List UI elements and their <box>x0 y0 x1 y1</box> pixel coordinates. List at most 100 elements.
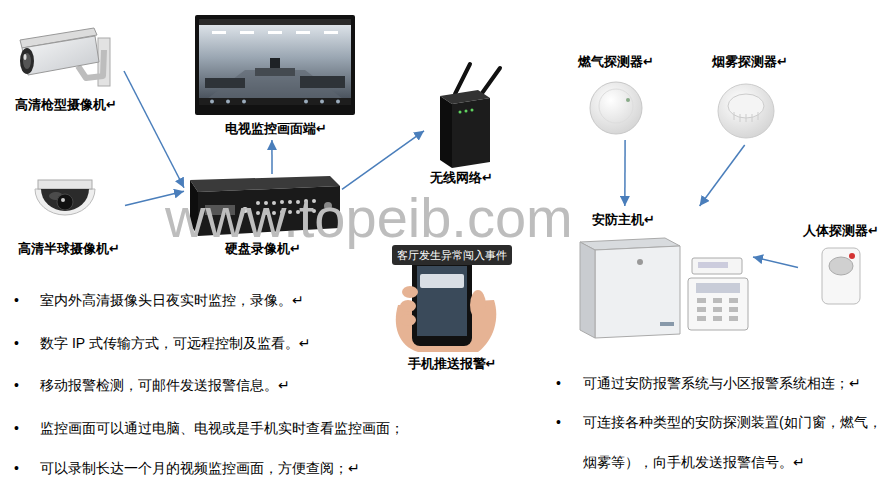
tv-monitor-picture <box>270 58 280 68</box>
device-node: 高清半球摄像机↵ <box>15 176 125 260</box>
smoke-detector-picture <box>752 114 753 122</box>
smoke-detector-picture <box>718 84 774 138</box>
motion-detector-picture <box>822 248 860 304</box>
tv-monitor-picture <box>210 100 214 104</box>
feature-note: 可连接各种类型的安防探测装置(如门窗，燃气，烟雾等），向手机发送报警信号。↵ <box>583 402 888 482</box>
bullet-camera-picture <box>22 36 99 75</box>
signal-arrow <box>700 145 745 206</box>
smoke-detector-picture <box>746 114 747 122</box>
device-label: 电视监控画面端↵ <box>225 121 327 137</box>
router-picture <box>452 98 490 168</box>
alarm-panel-picture <box>713 307 722 312</box>
feature-note: 可以录制长达一个月的视频监控画面，方便查阅；↵ <box>40 458 360 478</box>
bullet-mark: • <box>14 290 19 310</box>
tv-monitor-picture <box>336 100 340 104</box>
router-picture <box>471 109 474 112</box>
gas-detector-picture <box>599 89 633 123</box>
alarm-panel-picture <box>697 316 706 321</box>
tv-monitor-picture <box>195 15 355 115</box>
router-picture <box>440 64 500 168</box>
tv-monitor-picture <box>304 100 308 104</box>
tv-monitor-picture <box>320 100 324 104</box>
tv-monitor-picture <box>212 31 226 34</box>
phone-in-hand-picture <box>420 274 464 288</box>
watermark: www.topeib.com <box>165 190 573 246</box>
tv-monitor-picture <box>199 98 351 105</box>
bullet-camera-picture <box>20 28 110 86</box>
device-label: 无线网络↵ <box>430 170 493 186</box>
dome-camera-picture <box>41 189 89 211</box>
dome-camera-picture <box>61 198 65 202</box>
tv-monitor-picture <box>195 15 355 115</box>
device-node: 无线网络↵ <box>424 56 514 192</box>
device-label: 烟雾探测器↵ <box>712 54 788 70</box>
bullet-camera-picture <box>23 53 31 69</box>
signal-arrow <box>271 140 273 174</box>
feature-note: 监控画面可以通过电脑、电视或是手机实时查看监控画面； <box>40 418 404 438</box>
alarm-panel-picture <box>692 258 742 274</box>
motion-detector-picture <box>822 248 860 304</box>
device-node: 燃气探测器↵ <box>572 48 662 140</box>
phone-in-hand-picture <box>400 314 416 326</box>
feature-note: 室内外高清摄像头日夜实时监控，录像。↵ <box>40 290 304 310</box>
alarm-panel-picture <box>729 307 738 312</box>
alarm-panel-picture <box>580 238 748 338</box>
device-node: 烟雾探测器↵ <box>706 48 796 145</box>
alarm-panel-picture <box>688 278 748 330</box>
feature-note: 移动报警检测，可邮件发送报警信息。↵ <box>40 375 290 395</box>
router-picture <box>465 110 468 113</box>
alarm-panel-picture <box>696 283 740 293</box>
bullet-mark: • <box>556 412 561 432</box>
dome-camera-picture <box>57 194 73 210</box>
smoke-detector-picture <box>718 84 774 138</box>
gas-detector-picture <box>626 98 630 102</box>
alarm-panel-picture <box>729 298 738 303</box>
phone-in-hand-picture <box>400 300 416 312</box>
feature-note: 数字 IP 式传输方式，可远程控制及监看。↵ <box>40 333 310 353</box>
tv-monitor-picture <box>324 31 338 34</box>
alarm-panel-picture <box>595 246 680 338</box>
tv-monitor-picture <box>255 68 295 76</box>
tv-monitor-picture <box>205 78 245 88</box>
bullet-mark: • <box>14 418 19 438</box>
device-label: 高清枪型摄像机↵ <box>15 97 117 113</box>
alarm-panel-picture <box>580 242 595 338</box>
alarm-panel-picture <box>697 307 706 312</box>
router-picture <box>459 111 462 114</box>
device-node: 安防主机↵ <box>575 206 753 340</box>
tv-monitor-picture <box>242 100 246 104</box>
smoke-detector-picture <box>758 112 759 120</box>
motion-detector-picture <box>829 257 853 275</box>
tv-monitor-picture <box>296 31 310 34</box>
dome-camera-picture <box>38 180 92 189</box>
device-node: 电视监控画面端↵ <box>195 12 357 140</box>
tv-monitor-picture <box>199 19 351 25</box>
alarm-panel-picture <box>697 298 706 303</box>
feature-note: 可通过安防报警系统与小区报警系统相连；↵ <box>583 373 861 393</box>
phone-in-hand-picture <box>417 266 467 336</box>
router-picture <box>440 96 452 168</box>
alarm-panel-picture <box>698 262 728 268</box>
smoke-detector-picture <box>740 114 741 122</box>
alarm-panel-picture <box>660 322 674 326</box>
dome-camera-picture <box>35 180 95 215</box>
gas-detector-picture <box>590 82 642 134</box>
tv-monitor-picture <box>226 100 230 104</box>
device-label: 人体探测器↵ <box>803 223 879 239</box>
dome-camera-picture <box>35 189 95 215</box>
router-picture <box>455 64 470 94</box>
phone-in-hand-picture <box>402 286 418 298</box>
bullet-mark: • <box>14 375 19 395</box>
device-label: 手机推送报警↵ <box>408 356 497 372</box>
alarm-panel-picture <box>713 316 722 321</box>
tv-monitor-picture <box>240 31 254 34</box>
router-picture <box>480 68 500 96</box>
bullet-mark: • <box>14 333 19 353</box>
bullet-mark: • <box>556 373 561 393</box>
alarm-panel-picture <box>637 259 643 265</box>
alert-banner: 客厅发生异常闯入事件 <box>392 245 512 265</box>
phone-in-hand-picture <box>396 252 497 352</box>
signal-arrow <box>624 140 626 206</box>
bullet-camera-picture <box>20 48 34 74</box>
device-node: 客厅发生异常闯入事件手机推送报警↵ <box>388 233 516 375</box>
